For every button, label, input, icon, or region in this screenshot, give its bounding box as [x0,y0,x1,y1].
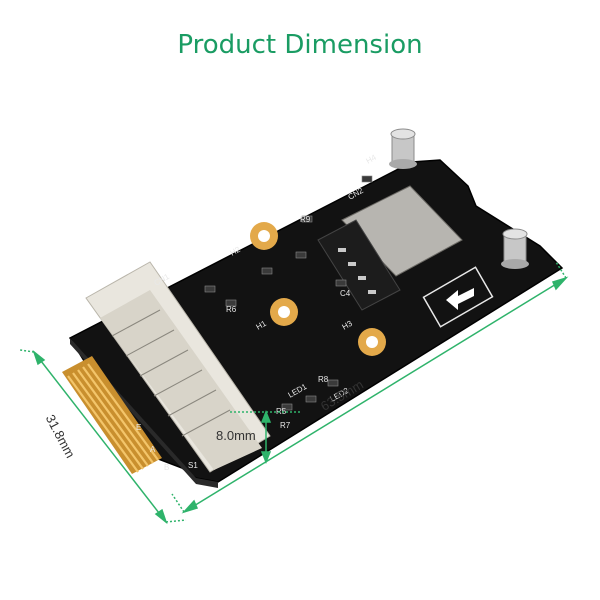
label-r5: R5 [276,407,287,416]
label-h4: H4 [365,153,379,166]
thickness-dimension-label: 8.0mm [216,428,256,443]
height-dimension-line [33,351,167,523]
label-r7: R7 [280,421,291,430]
arrow-marker [422,266,494,328]
label-r9: R9 [300,215,311,224]
dimension-lines [19,261,569,525]
label-a: A [150,445,156,454]
gold-edge-connector [62,356,162,474]
mini-pcie-slot [85,261,271,473]
page-title: Product Dimension [177,30,423,60]
label-s1: S1 [188,461,198,470]
label-e: E [136,423,141,432]
label-r8: R8 [318,375,329,384]
sim-card-slot [317,185,463,311]
mounting-holes [250,222,386,356]
smd-components [204,175,373,411]
standoff-screws [389,128,529,269]
width-dimension-line [183,277,567,513]
label-c4: C4 [340,289,351,298]
label-r6: R6 [226,305,237,314]
label-b: B [164,463,169,472]
